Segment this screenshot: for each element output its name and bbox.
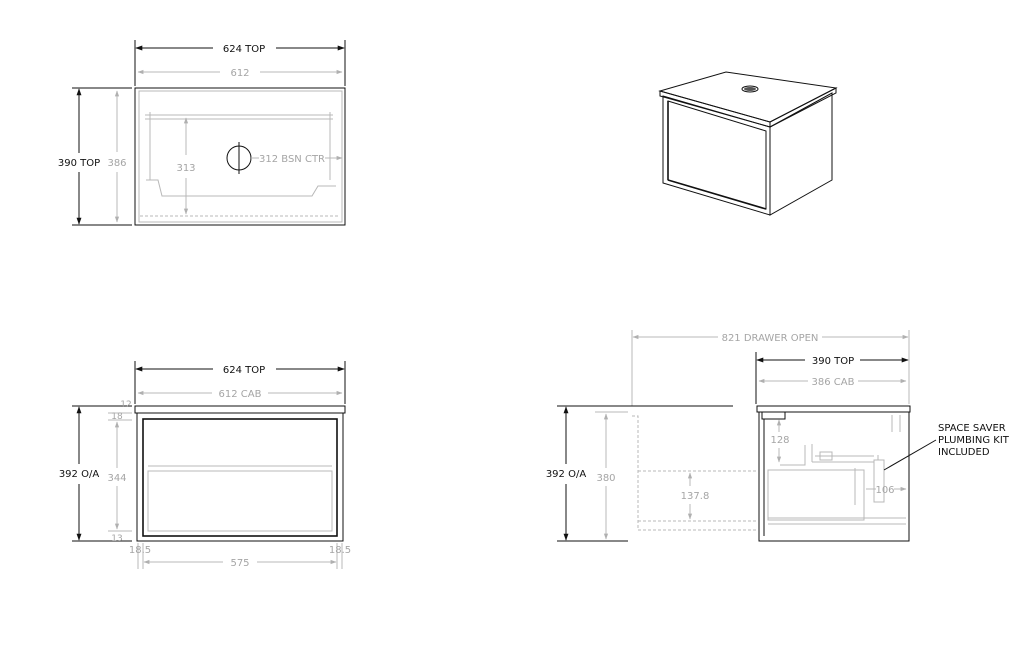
side-dim-106-label: 106 (875, 485, 894, 496)
side-top-depth-label: 390 TOP (812, 356, 854, 367)
plan-top-width-label: 624 TOP (223, 44, 265, 55)
iso-cabinet-side (769, 92, 833, 216)
front-cab-width-label: 612 CAB (219, 389, 262, 400)
isometric-view (658, 71, 838, 216)
side-cabinet-body (758, 411, 910, 542)
front-cabinet-body (136, 412, 344, 542)
front-overall-height-label: 392 O/A (59, 469, 100, 480)
front-inner-width-label: 575 (230, 558, 249, 569)
side-drawer-depth-label: 137.8 (681, 491, 710, 502)
plan-cab-depth-label: 386 (107, 158, 126, 169)
side-overall-height-label: 392 O/A (546, 469, 587, 480)
side-open-drawer-outline (632, 415, 758, 531)
front-gap-top-label: 18 (111, 412, 123, 422)
side-plumbing-note: SPACE SAVER PLUMBING KIT INCLUDED (938, 423, 1012, 458)
front-gap-bottom-label: 13 (111, 534, 122, 544)
plan-basin-offset-label: 313 (176, 163, 195, 174)
side-section-view: 821 DRAWER OPEN 390 TOP 386 CAB 392 O/A … (542, 330, 1012, 542)
front-side-left-label: 18.5 (129, 545, 151, 556)
front-side-right-label: 18.5 (329, 545, 351, 556)
plan-cab-width-label: 612 (230, 68, 249, 79)
plumbing-note-line-1: SPACE SAVER (938, 423, 1006, 434)
plan-basin-centre-label: 312 BSN CTR (259, 154, 325, 165)
iso-cabinet-front (662, 95, 771, 216)
plumbing-note-line-3: INCLUDED (938, 447, 990, 458)
front-vanity-top (134, 405, 346, 414)
side-dim-128-label: 128 (770, 435, 789, 446)
side-plumbing-kit (780, 444, 885, 503)
plan-vanity-top-outline (134, 87, 346, 226)
front-view: 624 TOP 612 CAB 392 O/A 12 18 344 13 18.… (56, 361, 351, 569)
side-vanity-top (756, 405, 911, 413)
front-drawer-height-label: 344 (107, 473, 126, 484)
iso-vanity-top-surface (658, 71, 838, 123)
front-top-thickness-label: 12 (120, 400, 131, 410)
side-cab-depth-label: 386 CAB (812, 377, 855, 388)
plan-view: 624 TOP 612 390 TOP 386 313 312 BSN CTR (56, 40, 346, 226)
plan-top-depth-label: 390 TOP (58, 158, 100, 169)
iso-basin-waste-hole (741, 85, 759, 93)
front-top-width-label: 624 TOP (223, 365, 265, 376)
front-drawer-face (142, 418, 338, 537)
plumbing-note-line-2: PLUMBING KIT (938, 435, 1010, 446)
side-plumbing-leader (883, 439, 937, 471)
side-cab-height-label: 380 (596, 473, 615, 484)
side-drawer-open-label: 821 DRAWER OPEN (722, 333, 819, 344)
